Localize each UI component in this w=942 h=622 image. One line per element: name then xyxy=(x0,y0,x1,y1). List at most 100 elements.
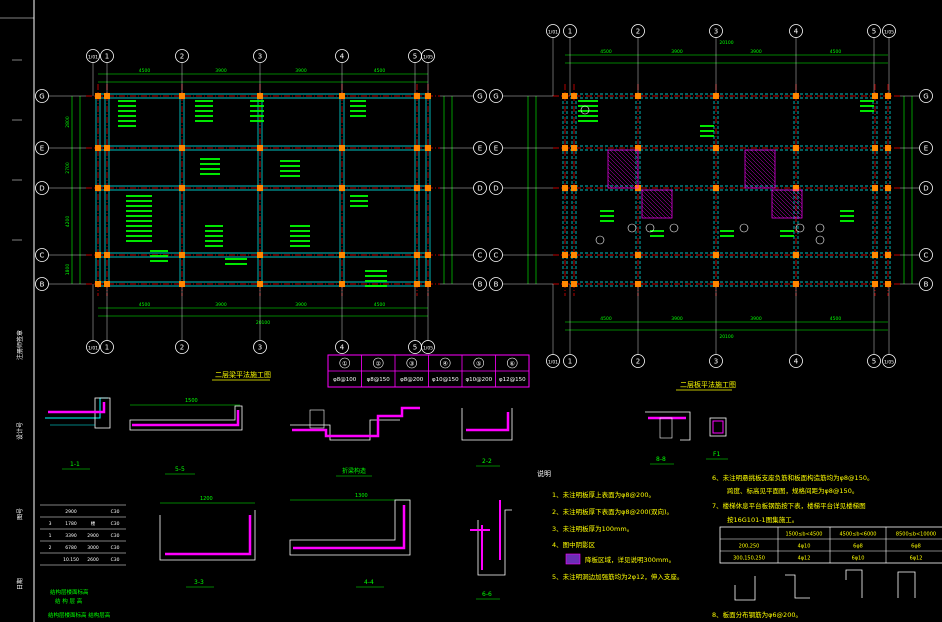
rebar-table-header-circle xyxy=(339,357,351,369)
hatch-line xyxy=(607,159,637,189)
rebar-table-header-circle xyxy=(473,357,485,369)
hatch-line xyxy=(758,149,776,167)
axis-bubble-top-4-text: 4 xyxy=(340,53,345,61)
hatch-line xyxy=(641,201,659,219)
section-f1: F1 xyxy=(706,417,728,460)
title-block: 结构层楼面标高 结 构 层 高 结构层楼面标高 结构层高 xyxy=(48,588,111,619)
axis-bubble-right-0-text: G xyxy=(477,93,482,101)
rebar-annotation xyxy=(250,115,264,117)
hatch-line xyxy=(779,189,803,213)
column xyxy=(885,145,891,151)
column xyxy=(885,252,891,258)
slab-tag xyxy=(580,105,590,115)
hatch-line xyxy=(641,205,655,219)
hatch-line xyxy=(641,197,663,219)
axis-bubble-top-2 xyxy=(175,49,189,63)
axis-bubble-bottom-1 xyxy=(100,340,114,354)
left-table-cell: C30 xyxy=(111,509,120,515)
rebar-annotation xyxy=(205,235,223,237)
section-5-5-dim: 1500 xyxy=(185,398,198,404)
stair-table-header: 4500≤b<6000 xyxy=(839,532,876,538)
axis-bubble-top-0-text: 1/01 xyxy=(88,55,98,61)
axis-bubble-top-6-text: 1/05 xyxy=(423,55,433,61)
rebar-annotation xyxy=(200,158,220,160)
column xyxy=(95,252,101,258)
left-beam-plan: 4500450039003900390039004500450020100280… xyxy=(35,49,487,354)
hatch-line xyxy=(607,179,617,189)
section-4-4-dim: 1300 xyxy=(355,493,368,499)
column xyxy=(425,145,431,151)
slab-tag xyxy=(815,223,825,233)
axis-bubble-bottom-3-text: 3 xyxy=(258,344,262,352)
axis-bubble-top-0 xyxy=(546,24,560,38)
hatch-line xyxy=(744,163,770,189)
rebar-table-value: φ10@150 xyxy=(432,377,459,383)
axis-bubble-bottom-0 xyxy=(546,354,560,368)
rebar-annotation xyxy=(780,235,794,237)
hatch-line xyxy=(754,149,776,171)
hatch-line xyxy=(799,189,803,193)
rebar-table-header-circle xyxy=(439,357,451,369)
hatched-zone xyxy=(607,149,639,189)
note-4: 4、图中阴影区 xyxy=(552,540,596,549)
column xyxy=(425,281,431,287)
left-table-cell: C30 xyxy=(111,557,120,563)
column xyxy=(257,252,263,258)
column xyxy=(414,252,420,258)
column xyxy=(793,281,799,287)
column xyxy=(571,185,577,191)
rebar-annotation xyxy=(350,200,368,202)
rebar-annotation xyxy=(150,250,168,252)
rebar-annotation xyxy=(126,235,152,237)
rebar-annotation xyxy=(195,105,213,107)
rebar-annotation xyxy=(290,245,310,247)
rebar-annotation xyxy=(126,200,152,202)
column xyxy=(872,252,878,258)
notes-heading: 说明 xyxy=(537,469,551,478)
hatch-line xyxy=(744,179,754,189)
column xyxy=(104,185,110,191)
rebar-annotation xyxy=(200,168,220,170)
axis-bubble-bottom-2-text: 2 xyxy=(636,358,640,366)
column xyxy=(179,252,185,258)
stair-table-cell: 6φ10 xyxy=(852,556,865,562)
rebar-annotation xyxy=(350,100,366,102)
axis-bubble-top-6-text: 1/05 xyxy=(884,30,894,36)
hatch-line xyxy=(770,149,776,155)
slab-tag xyxy=(669,223,679,233)
axis-bubble-left-0-text: G xyxy=(39,93,44,101)
axis-bubble-bottom-4-text: 4 xyxy=(340,344,345,352)
axis-bubble-top-6 xyxy=(882,24,896,38)
hatch-line xyxy=(744,167,766,189)
slab-tag xyxy=(739,223,749,233)
axis-bubble-top-5-text: 5 xyxy=(872,28,876,36)
rebar-annotation xyxy=(126,215,152,217)
section-3-3-dim: 1200 xyxy=(200,496,213,502)
rebar-annotation xyxy=(578,105,598,107)
rebar-annotation xyxy=(225,258,247,260)
rebar-annotation xyxy=(600,210,614,212)
side-text-4: 日期 xyxy=(16,578,24,590)
column xyxy=(713,281,719,287)
axis-bubble-bottom-3 xyxy=(709,354,723,368)
dim-label-left: 4200 xyxy=(65,216,71,228)
axis-bubble-bottom-6-text: 1/05 xyxy=(884,360,894,366)
rebar-annotation xyxy=(365,270,387,272)
axis-bubble-top-0-text: 1/01 xyxy=(548,30,558,36)
column xyxy=(713,252,719,258)
hatch-line xyxy=(744,175,758,189)
rebar-annotation xyxy=(118,120,136,122)
rebar-annotation xyxy=(350,105,366,107)
title-block-2: 结 构 层 高 xyxy=(55,597,83,605)
rebar-table-header-circle xyxy=(372,357,384,369)
column xyxy=(104,93,110,99)
column xyxy=(571,93,577,99)
axis-bubble-top-5-text: 5 xyxy=(413,53,417,61)
hatch-line xyxy=(641,189,671,219)
rebar-annotation xyxy=(780,230,794,232)
axis-bubble-bottom-5-text: 5 xyxy=(413,344,417,352)
rebar-annotation xyxy=(700,125,714,127)
stair-table-cell: 4φ10 xyxy=(798,544,811,550)
